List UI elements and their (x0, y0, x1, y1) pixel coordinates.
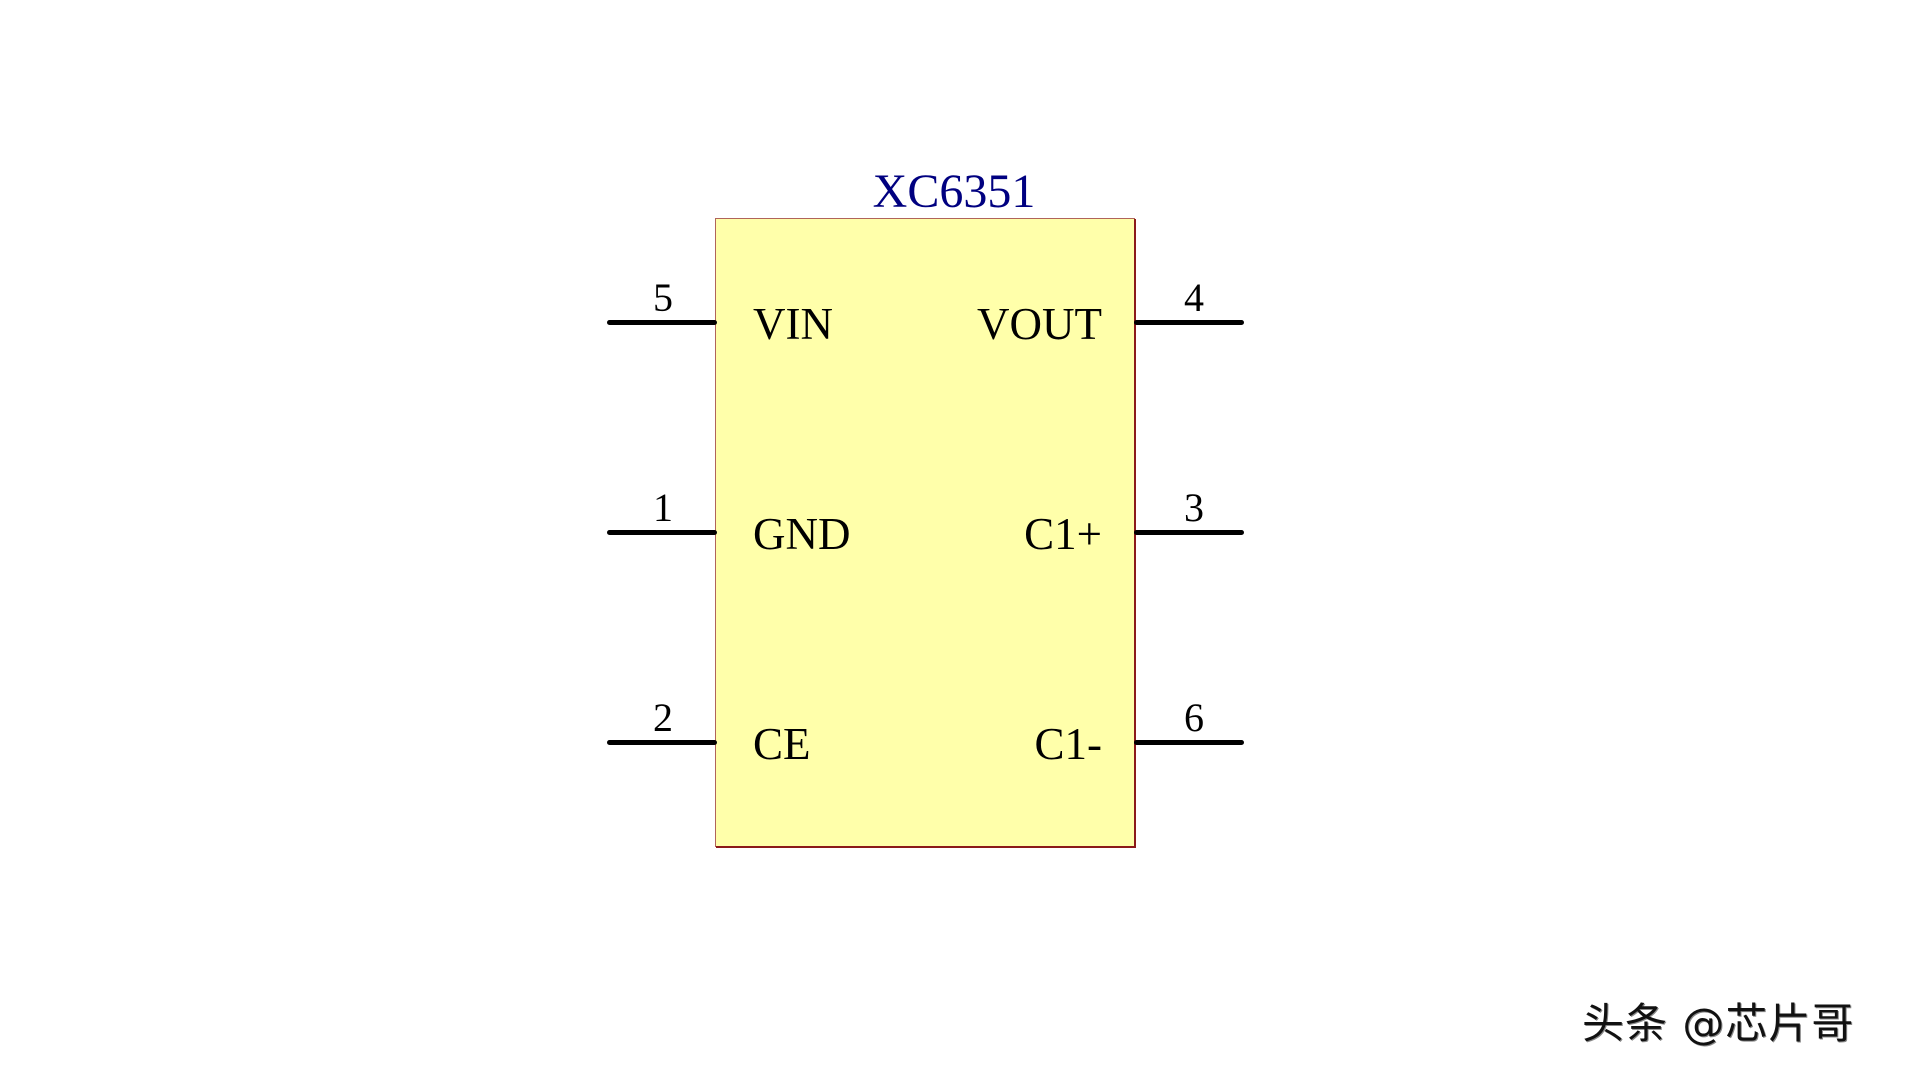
watermark: 头条 @芯片哥 (1582, 999, 1855, 1048)
component-name: XC6351 (872, 165, 1036, 218)
pin-2-number: 2 (653, 695, 673, 740)
pin-6-line (1134, 740, 1244, 745)
pin-3-number: 3 (1184, 485, 1204, 530)
pin-2-label: CE (753, 719, 811, 769)
component-body (715, 218, 1136, 848)
pin-1-label: GND (753, 509, 851, 559)
pin-5-number: 5 (653, 275, 673, 320)
pin-2-line (607, 740, 717, 745)
pin-5-line (607, 320, 717, 325)
pin-3-label: C1+ (1024, 509, 1102, 559)
pin-4-number: 4 (1184, 275, 1204, 320)
pin-1-line (607, 530, 717, 535)
pin-4-line (1134, 320, 1244, 325)
pin-3-line (1134, 530, 1244, 535)
pin-6-label: C1- (1034, 719, 1103, 769)
pin-5-label: VIN (753, 299, 833, 349)
pin-1-number: 1 (653, 485, 673, 530)
pin-6-number: 6 (1184, 695, 1204, 740)
pin-4-label: VOUT (977, 299, 1102, 349)
